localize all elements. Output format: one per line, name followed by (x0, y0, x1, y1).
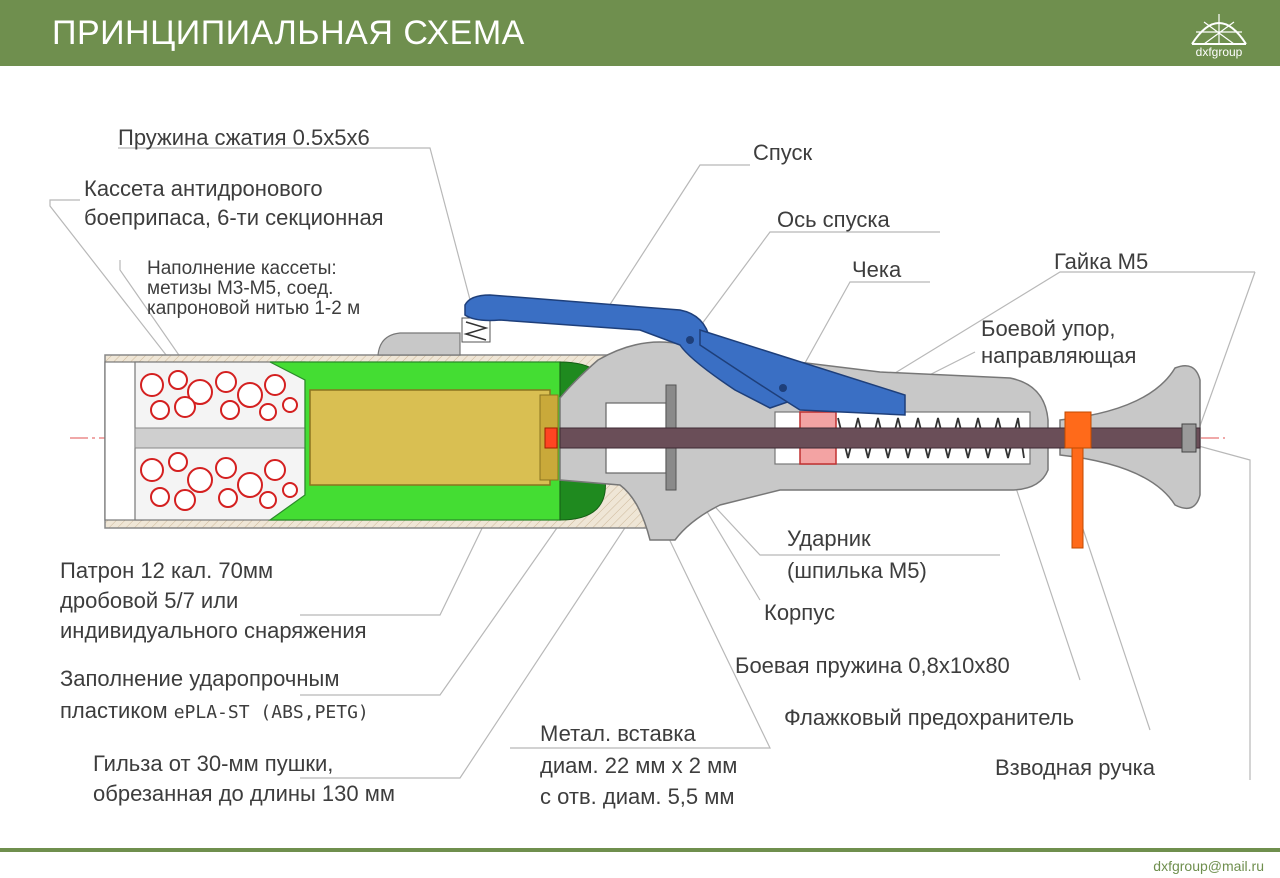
trigger-axis-pin (686, 336, 694, 344)
label-filling-3: капроновой нитью 1-2 м (147, 298, 361, 319)
label-plastic-material: ePLA-ST (ABS,PETG) (173, 702, 369, 723)
label-case-1: Гильза от 30-мм пушки, (93, 751, 334, 776)
label-cartridge-2: дробовой 5/7 или (60, 588, 239, 613)
label-filling-2: метизы М3-М5, соед. (147, 278, 334, 299)
label-stop-2: направляющая (981, 343, 1137, 368)
label-filling-1: Наполнение кассеты: (147, 258, 337, 279)
label-main-spring: Боевая пружина 0,8х10х80 (735, 653, 1010, 678)
label-body: Корпус (764, 600, 835, 625)
label-insert-3: с отв. диам. 5,5 мм (540, 784, 735, 809)
label-safety: Флажковый предохранитель (784, 705, 1075, 730)
cassette-core (134, 427, 306, 449)
logo-text: dxfgroup (1195, 45, 1243, 59)
trigger-arm (699, 328, 906, 416)
nut-m5 (1181, 423, 1197, 453)
cotter-pin (779, 384, 787, 392)
label-cartridge-3: индивидуального снаряжения (60, 618, 367, 643)
cassette-filling (140, 370, 298, 511)
leader-case (300, 504, 641, 779)
leader-insert (510, 519, 771, 749)
label-cassette-1: Кассета антидронового (84, 176, 323, 201)
leader-plastic (300, 494, 581, 696)
header-bar: ПРИНЦИПИАЛЬНАЯ СХЕМА dxfgroup (0, 0, 1280, 66)
page-title: ПРИНЦИПИАЛЬНАЯ СХЕМА (52, 14, 525, 52)
label-plastic-1: Заполнение ударопрочным (60, 666, 340, 691)
footer-divider (0, 848, 1280, 852)
label-cocking-handle: Взводная ручка (995, 755, 1155, 780)
label-cartridge-1: Патрон 12 кал. 70мм (60, 558, 274, 583)
label-trigger: Спуск (753, 140, 813, 165)
logo: dxfgroup (1186, 8, 1256, 60)
case-lug (377, 332, 461, 356)
label-compression-spring: Пружина сжатия 0.5х5х6 (118, 125, 370, 150)
leader-body (699, 499, 761, 601)
label-trigger-axis: Ось спуска (777, 207, 890, 232)
dome-logo-icon (1191, 14, 1247, 45)
label-pin: Чека (852, 257, 902, 282)
leader-cassette (49, 199, 171, 361)
leader-axis (689, 231, 940, 341)
primer (544, 427, 558, 449)
label-insert-1: Метал. вставка (540, 721, 696, 746)
label-striker-1: Ударник (787, 526, 871, 551)
leader-safety (1079, 519, 1151, 731)
footer-email: dxfgroup@mail.ru (1153, 858, 1264, 874)
leader-spring (118, 147, 479, 331)
label-nut: Гайка М5 (1054, 249, 1149, 274)
label-striker-2: (шпилька М5) (787, 558, 927, 583)
label-case-2: обрезанная до длины 130 мм (93, 781, 395, 806)
label-insert-2: диам. 22 мм х 2 мм (540, 753, 738, 778)
firing-pin (559, 427, 1201, 449)
label-plastic-2-prefix: пластиком (60, 698, 174, 723)
leader-trigger (599, 164, 750, 321)
leader-nut2 (1194, 271, 1256, 441)
safety-flag-stem (1071, 447, 1084, 549)
label-stop-1: Боевой упор, (981, 316, 1116, 341)
cartridge (309, 389, 551, 486)
label-cassette-2: боеприпаса, 6-ти секционная (84, 205, 384, 230)
label-plastic-2: пластиком ePLA-ST (ABS,PETG) (60, 697, 369, 726)
safety-flag (1064, 411, 1092, 449)
leader-pin (789, 281, 930, 391)
